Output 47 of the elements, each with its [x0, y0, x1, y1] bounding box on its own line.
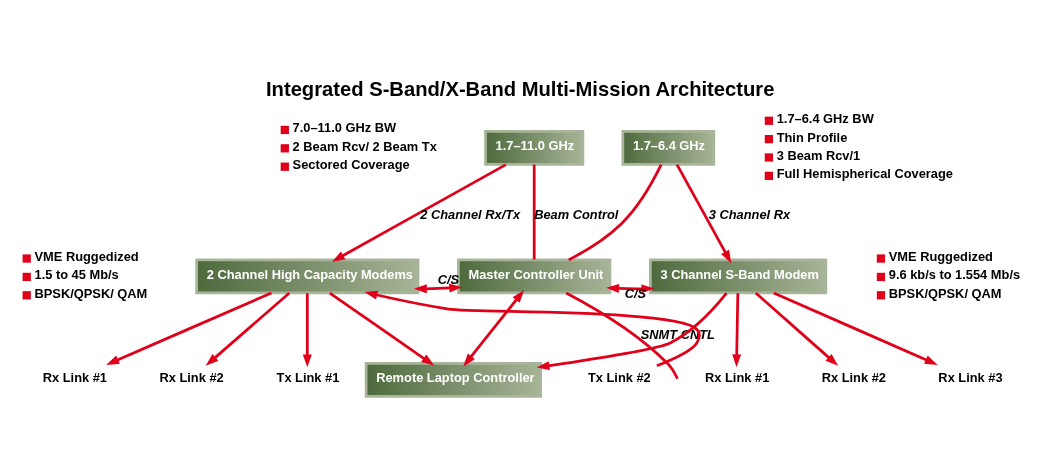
node-box: 2 Channel High Capacity Modems: [195, 258, 420, 294]
node-text: Rx Link #2: [821, 369, 886, 385]
node-label: 3 Beam Rcv/1: [776, 147, 861, 163]
arrow: [463, 289, 525, 366]
diagram-title: Integrated S-Band/X-Band Multi-Mission Architecture: [265, 77, 775, 100]
node-label: VME Ruggedized: [888, 248, 993, 264]
node-text: Rx Link #2: [159, 369, 224, 385]
node-label: 9.6 kb/s to 1.554 Mb/s: [888, 266, 1021, 282]
node-label: 7.0–11.0 GHz BW: [292, 119, 397, 135]
edge-label: 2 Channel Rx/Tx: [420, 206, 521, 222]
arrow: [413, 283, 463, 293]
node-text: Rx Link #1: [42, 369, 108, 385]
node-text: Tx Link #1: [276, 369, 340, 385]
edge-label: 3 Channel Rx: [708, 206, 791, 222]
node-label: VME Ruggedized: [34, 248, 139, 264]
arrow: [106, 291, 272, 365]
edge-label: C/S: [437, 271, 460, 287]
arrow: [675, 163, 732, 263]
arrow: [754, 291, 839, 366]
node-label: BPSK/QPSK/ QAM: [888, 285, 1002, 301]
connector: [565, 291, 679, 379]
node-label: 2 Beam Rcv/ 2 Beam Tx: [292, 138, 437, 154]
edge-label: C/S: [624, 285, 647, 301]
arrow: [536, 291, 728, 370]
node-label: 1.5 to 45 Mb/s: [34, 266, 119, 282]
arrow: [302, 292, 312, 367]
node-box: Remote Laptop Controller: [364, 361, 542, 398]
node-label: Sectored Coverage: [292, 156, 410, 172]
connector: [532, 164, 536, 260]
node-box: 3 Channel S-Band Modem: [649, 258, 828, 294]
arrow: [329, 291, 435, 366]
node-label: Full Hemispherical Coverage: [776, 165, 953, 181]
connector: [568, 163, 663, 261]
arrow: [205, 291, 291, 366]
arrow: [606, 283, 655, 293]
arrow: [773, 291, 938, 365]
node-text: Rx Link #1: [705, 369, 770, 385]
node-text: Tx Link #2: [587, 369, 651, 385]
node-label: BPSK/QPSK/ QAM: [34, 285, 148, 301]
node-label: Thin Profile: [776, 129, 848, 145]
node-box: 1.7–6.4 GHz: [621, 129, 716, 166]
arrow: [732, 292, 742, 367]
arrow: [331, 162, 507, 262]
arrow: [364, 290, 701, 367]
node-text: Rx Link #3: [938, 369, 1003, 385]
node-box: 1.7–11.0 GHz: [484, 129, 585, 166]
node-label: 1.7–6.4 GHz BW: [776, 110, 874, 126]
